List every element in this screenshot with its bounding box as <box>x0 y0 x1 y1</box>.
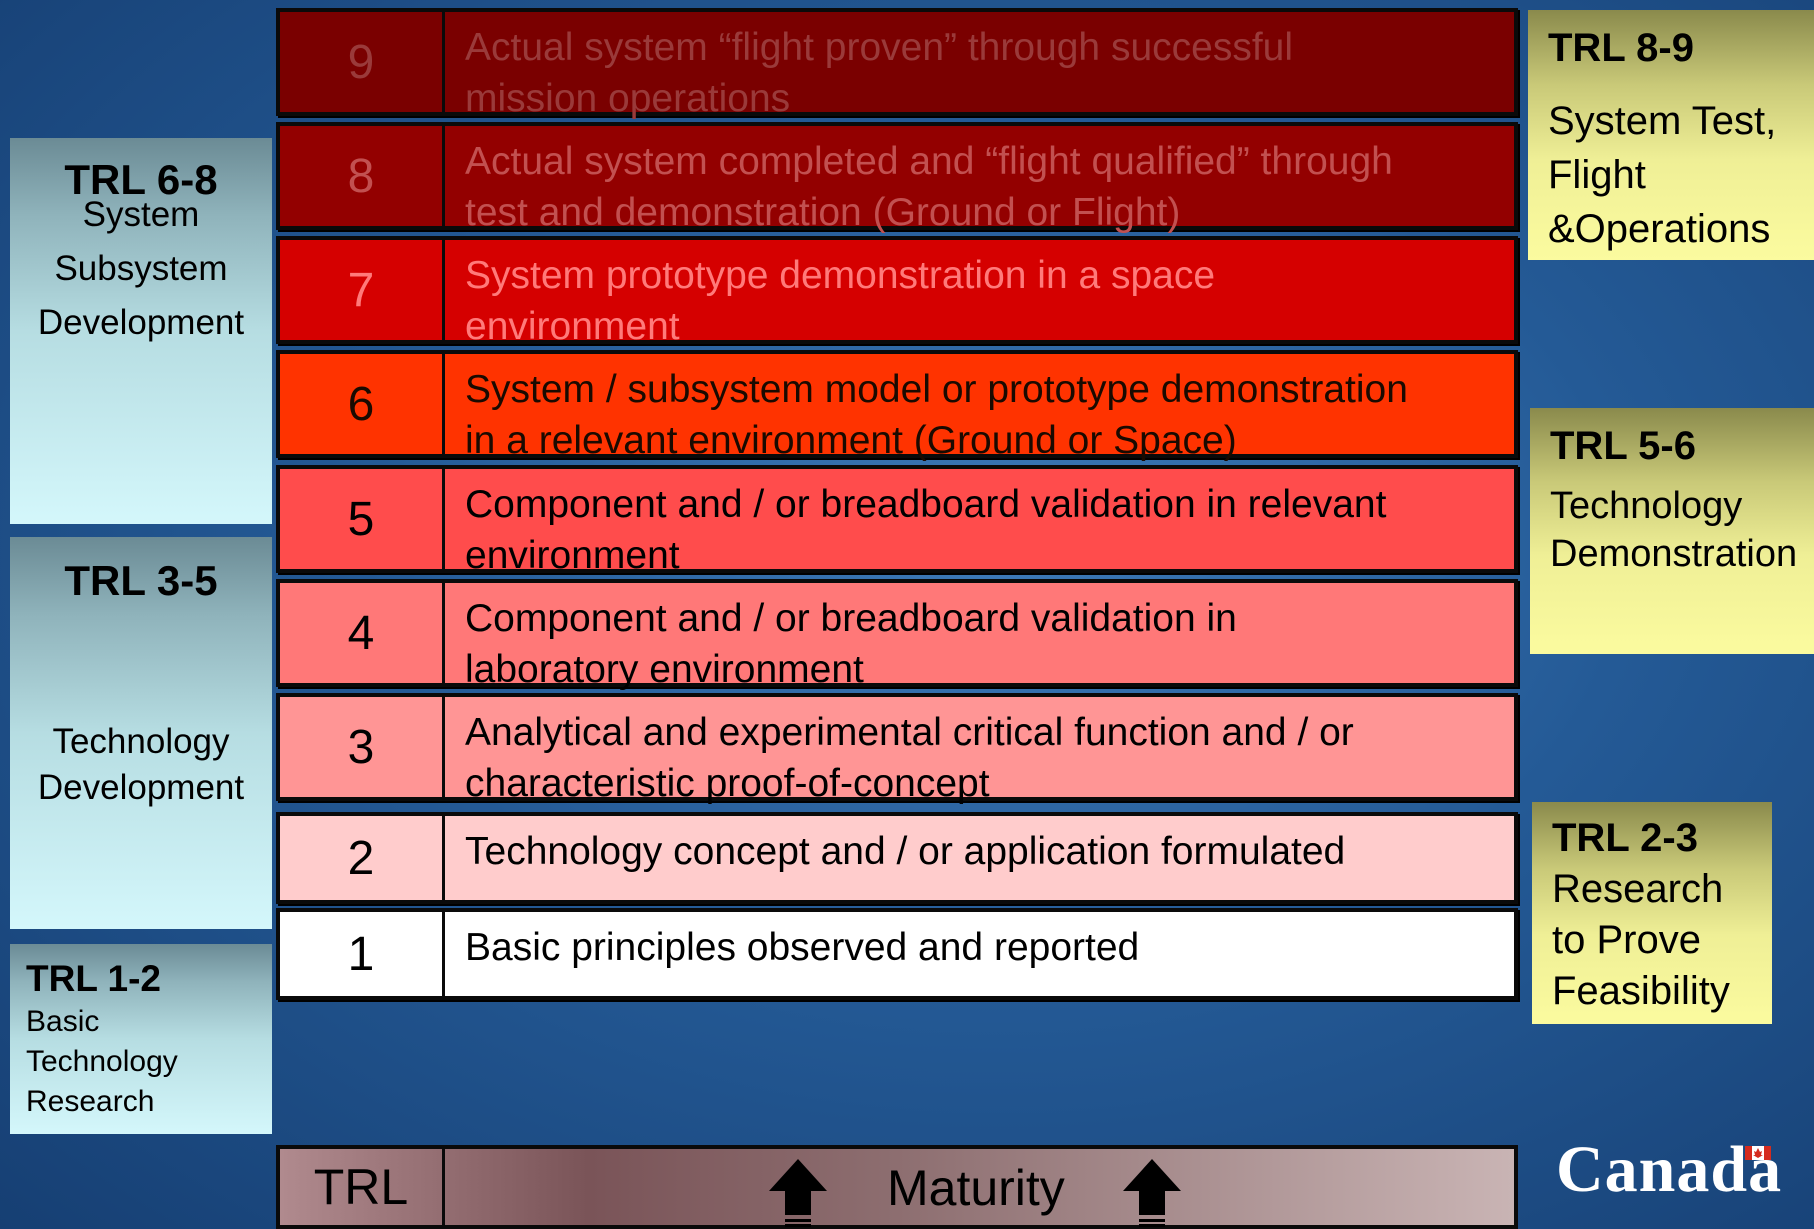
trl-row-2: 2 Technology concept and / or applicatio… <box>276 812 1518 904</box>
group-trl-8-9: TRL 8-9 System Test, Flight &Operations <box>1528 10 1814 260</box>
trl-number: 1 <box>280 912 445 996</box>
up-arrow-icon <box>1123 1159 1181 1227</box>
maturity-bar: TRL Maturity <box>276 1145 1518 1229</box>
trl-number: 3 <box>280 697 445 797</box>
group-trl-1-2: TRL 1-2 Basic Technology Research <box>10 944 272 1134</box>
trl-number: 4 <box>280 583 445 683</box>
group-title: TRL 8-9 <box>1548 26 1694 70</box>
trl-number: 8 <box>280 126 445 226</box>
group-subtitle: System Subsystem Development <box>37 195 245 342</box>
trl-row-8: 8 Actual system completed and “flight qu… <box>276 122 1518 234</box>
trl-number: 5 <box>280 469 445 569</box>
trl-row-7: 7 System prototype demonstration in a sp… <box>276 236 1518 348</box>
trl-description: System prototype demonstration in a spac… <box>465 254 1216 348</box>
maturity-area: Maturity <box>445 1149 1514 1227</box>
group-trl-2-3: TRL 2-3 Research to Prove Feasibility <box>1532 802 1772 1024</box>
group-title: TRL 3-5 <box>64 557 218 604</box>
group-subtitle: Basic Technology Research <box>26 1005 178 1118</box>
up-arrow-icon <box>769 1159 827 1227</box>
group-title: TRL 6-8 <box>64 156 218 203</box>
trl-row-5: 5 Component and / or breadboard validati… <box>276 465 1518 577</box>
group-subtitle: Technology Development <box>37 722 245 807</box>
trl-description: Actual system “flight proven” through su… <box>465 26 1294 120</box>
trl-number: 2 <box>280 816 445 900</box>
group-subtitle: Technology Demonstration <box>1550 485 1798 575</box>
group-trl-3-5: TRL 3-5 Technology Development <box>10 537 272 929</box>
trl-row-9: 9 Actual system “flight proven” through … <box>276 8 1518 120</box>
group-title: TRL 2-3 <box>1552 816 1698 860</box>
trl-number: 7 <box>280 240 445 340</box>
trl-number: 6 <box>280 354 445 454</box>
trl-row-3: 3 Analytical and experimental critical f… <box>276 693 1518 805</box>
trl-description: System / subsystem model or prototype de… <box>465 368 1408 462</box>
trl-number: 9 <box>280 12 445 112</box>
trl-description: Analytical and experimental critical fun… <box>465 711 1354 805</box>
trl-description: Technology concept and / or application … <box>465 830 1346 873</box>
trl-footer-label: TRL <box>280 1149 445 1225</box>
trl-row-4: 4 Component and / or breadboard validati… <box>276 579 1518 691</box>
trl-description: Basic principles observed and reported <box>465 926 1140 969</box>
trl-description: Actual system completed and “flight qual… <box>465 140 1393 234</box>
group-subtitle: Research to Prove Feasibility <box>1552 867 1730 1013</box>
trl-description: Component and / or breadboard validation… <box>465 483 1387 577</box>
canada-wordmark: Canada <box>1556 1133 1783 1206</box>
group-subtitle: System Test, Flight &Operations <box>1548 99 1777 251</box>
group-trl-6-8: TRL 6-8 System Subsystem Development <box>10 138 272 524</box>
maturity-label: Maturity <box>887 1160 1065 1216</box>
group-title: TRL 5-6 <box>1550 424 1696 468</box>
group-title: TRL 1-2 <box>26 958 162 999</box>
canada-flag-icon <box>1745 1146 1771 1160</box>
trl-row-6: 6 System / subsystem model or prototype … <box>276 350 1518 462</box>
group-trl-5-6: TRL 5-6 Technology Demonstration <box>1530 408 1814 654</box>
trl-description: Component and / or breadboard validation… <box>465 597 1237 691</box>
trl-row-1: 1 Basic principles observed and reported <box>276 908 1518 1000</box>
